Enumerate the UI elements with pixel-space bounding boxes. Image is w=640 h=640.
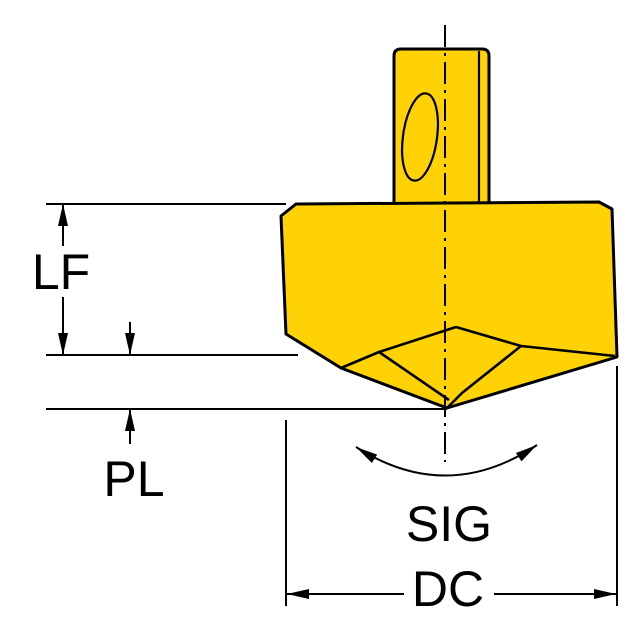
head-facet-lines — [340, 325, 616, 409]
sig-angle-arc — [355, 444, 538, 477]
dc-label: DC — [412, 561, 484, 617]
drill-head — [279, 200, 619, 410]
pl-label: PL — [103, 451, 164, 507]
sig-label: SIG — [406, 496, 492, 552]
drill-shank — [392, 47, 491, 208]
shank-notch — [400, 92, 440, 182]
lf-label: LF — [32, 244, 90, 300]
